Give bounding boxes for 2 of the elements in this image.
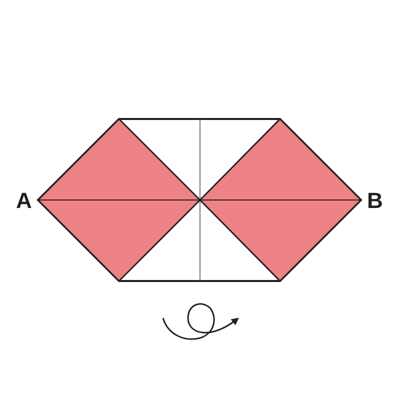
point-label: B: [367, 190, 383, 212]
point-label: A: [16, 190, 32, 212]
